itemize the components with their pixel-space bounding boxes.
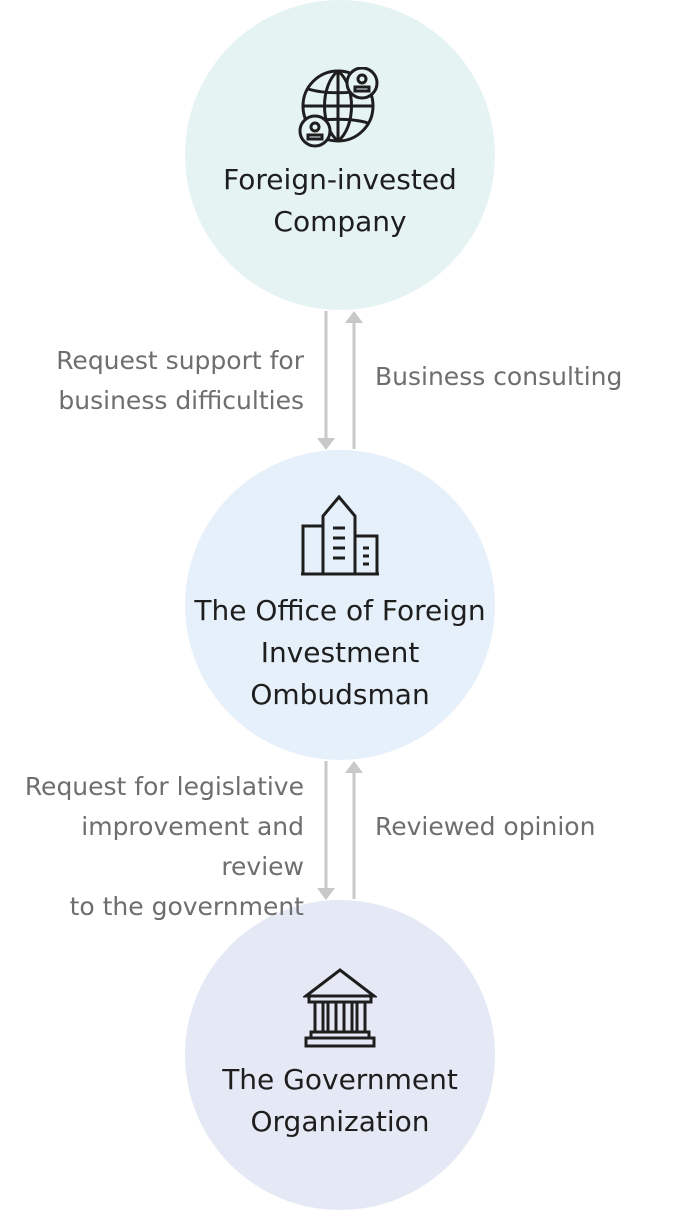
arrow-company-to-office (317, 311, 335, 450)
node-office-ombudsman: The Office of Foreign Investment Ombudsm… (185, 450, 495, 760)
node-foreign-invested-company: Foreign-invested Company (185, 0, 495, 310)
globe-people-icon (298, 67, 379, 148)
label-office-to-company: Business consulting (375, 362, 623, 391)
label-company-to-office: Request support for business difficultie… (56, 346, 304, 415)
office-building-icon (301, 494, 379, 576)
node-title-government: The Government Organization (222, 1063, 458, 1138)
arrow-office-to-government (317, 761, 335, 900)
node-title-office: The Office of Foreign Investment Ombudsm… (194, 594, 486, 711)
arrow-government-to-office (345, 761, 363, 899)
arrow-office-to-company (345, 311, 363, 449)
node-title-company: Foreign-invested Company (223, 163, 457, 238)
government-building-icon (303, 968, 377, 1048)
label-office-to-government: Request for legislative improvement and … (24, 772, 304, 921)
label-government-to-office: Reviewed opinion (375, 812, 596, 841)
node-government-organization: The Government Organization (185, 900, 495, 1210)
